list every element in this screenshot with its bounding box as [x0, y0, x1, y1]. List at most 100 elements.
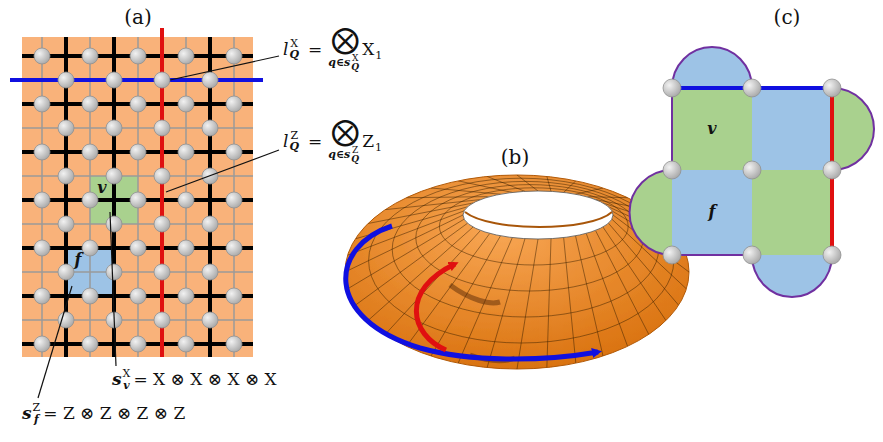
qubit [82, 96, 98, 112]
qubit [154, 312, 170, 328]
qubit [130, 144, 146, 160]
qubit [226, 240, 242, 256]
small-code [630, 47, 874, 297]
leader-lines [38, 56, 279, 398]
torus-meridian [595, 230, 648, 334]
qubit [226, 288, 242, 304]
math-symbol: ⨂ [331, 26, 359, 54]
qubit [154, 72, 170, 88]
qubit [130, 96, 146, 112]
qubit [82, 48, 98, 64]
qubit [34, 336, 50, 352]
math-symbol: Z [362, 132, 374, 151]
qubit [743, 246, 761, 264]
qubit [82, 336, 98, 352]
plaquette-label: f [709, 203, 716, 221]
leader-line [110, 212, 116, 366]
torus-latitude [369, 178, 674, 343]
qubit [226, 144, 242, 160]
math-symbol: v [123, 380, 129, 392]
qubit [130, 240, 146, 256]
math-symbol: X [123, 368, 131, 380]
torus-meridian [547, 176, 551, 191]
qubits [663, 79, 841, 264]
math-symbol: 1 [375, 50, 382, 62]
math-symbol: X [352, 54, 358, 63]
qubit [743, 79, 761, 97]
qubit [823, 246, 841, 264]
plaquette-label: v [707, 120, 716, 138]
math-group: lZQ=⨂q∈sZQZ1 [283, 118, 382, 165]
math-symbol: Z [290, 130, 298, 142]
qubit [178, 288, 194, 304]
plaquette: v [672, 88, 752, 170]
qubit [178, 240, 194, 256]
qubit [34, 192, 50, 208]
qubit [154, 216, 170, 232]
torus-meridian [586, 197, 627, 198]
logical-z-loop [416, 264, 455, 350]
qubit [743, 161, 761, 179]
qubit [130, 336, 146, 352]
qubit [34, 144, 50, 160]
qubit [58, 168, 74, 184]
qubit [34, 240, 50, 256]
qubit [58, 120, 74, 136]
math-group: XQ [289, 38, 299, 61]
logical-x-line [10, 78, 263, 82]
math-symbol: = [308, 40, 322, 59]
qubit [34, 288, 50, 304]
qubit [178, 336, 194, 352]
qubit [226, 48, 242, 64]
qubit [106, 120, 122, 136]
torus-meridian [348, 211, 465, 255]
torus-meridian [547, 239, 551, 368]
math-symbol: Z [352, 146, 358, 155]
qubit [82, 144, 98, 160]
torus-meridian [348, 219, 465, 289]
math-group: ZQ [289, 130, 299, 153]
torus-meridian [431, 188, 501, 194]
math-symbol: = [308, 132, 322, 151]
torus-meridian [586, 233, 627, 346]
torus-meridian [431, 236, 501, 356]
qubit [178, 48, 194, 64]
qubit [663, 79, 681, 97]
qubit [130, 48, 146, 64]
qubit [823, 161, 841, 179]
qubit [106, 72, 122, 88]
qubit [58, 216, 74, 232]
math-symbol: = Z ⊗ Z ⊗ Z ⊗ Z [43, 404, 185, 423]
torus-meridian [406, 197, 489, 198]
plaquette: v [90, 176, 138, 224]
qubit [106, 264, 122, 280]
logical-x-loop [346, 226, 598, 359]
lattice-a [10, 28, 263, 357]
qubit [178, 96, 194, 112]
plaquette-label: f [75, 251, 82, 269]
qubit [58, 264, 74, 280]
math-group: ⨂q∈sZQ [328, 118, 362, 165]
qubit [154, 264, 170, 280]
math-group: ⨂q∈sXQ [328, 26, 362, 73]
qubit [130, 192, 146, 208]
qubit [202, 264, 218, 280]
qubit [154, 168, 170, 184]
torus-meridian [576, 188, 604, 194]
math-symbol: Z [33, 402, 41, 414]
qubit [82, 192, 98, 208]
math-symbol: Q [289, 141, 299, 153]
math-symbol: 1 [375, 142, 382, 154]
torus-meridian [517, 239, 538, 369]
lattice-ground [22, 37, 253, 357]
qubit [106, 168, 122, 184]
qubit [58, 72, 74, 88]
qubit [663, 246, 681, 264]
math-symbol: l [283, 132, 288, 151]
math-symbol: X [290, 38, 298, 50]
qubit [106, 216, 122, 232]
math-group: Xv [123, 368, 131, 391]
plaquette: f [672, 170, 752, 255]
